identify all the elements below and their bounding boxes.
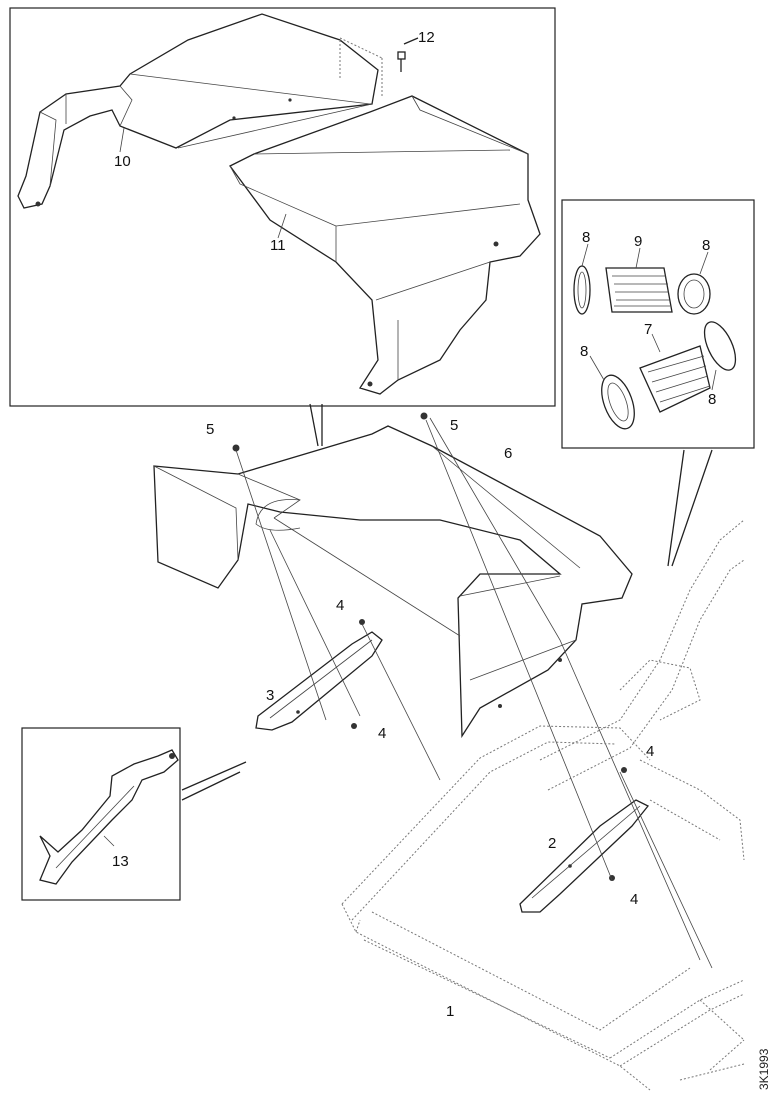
document-id: 3K1993 — [757, 1048, 771, 1090]
part-2-bracket — [519, 767, 650, 913]
callout-13: 13 — [112, 853, 129, 870]
callout-8a: 8 — [582, 229, 590, 246]
callout-5a: 5 — [206, 421, 214, 438]
callout-11: 11 — [270, 237, 286, 254]
part-10-rear-cover — [17, 13, 379, 209]
part-13-bracket — [39, 749, 179, 885]
callout-8c: 8 — [580, 343, 588, 360]
callout-4b: 4 — [378, 725, 386, 742]
callout-6: 6 — [504, 445, 512, 462]
callout-2: 2 — [548, 835, 556, 852]
bracket-inset — [21, 727, 247, 901]
part-9-hose — [605, 267, 673, 313]
callout-3: 3 — [266, 687, 274, 704]
part-11-front-cover — [229, 95, 541, 395]
callout-12: 12 — [418, 29, 435, 46]
callout-10: 10 — [114, 153, 131, 170]
callout-4a: 4 — [336, 597, 344, 614]
part-12-screws — [339, 37, 419, 98]
callout-7: 7 — [644, 321, 652, 338]
callout-8b: 8 — [702, 237, 710, 254]
part-1-frame — [341, 725, 745, 1091]
part-6-main-cover — [153, 403, 633, 739]
callouts: 1 2 3 4 4 4 4 5 5 6 7 8 8 8 8 9 10 11 12… — [112, 29, 716, 1020]
part-7-hose — [639, 345, 711, 413]
callout-5b: 5 — [450, 417, 458, 434]
callout-4d: 4 — [630, 891, 638, 908]
exhaust-pipe — [539, 519, 745, 861]
callout-8d: 8 — [708, 391, 716, 408]
top-inset — [9, 7, 556, 407]
callout-4c: 4 — [646, 743, 654, 760]
callout-1: 1 — [446, 1003, 454, 1020]
hose-inset — [561, 199, 755, 567]
assembly-lines — [235, 417, 713, 969]
callout-9: 9 — [634, 233, 642, 250]
part-3-bracket — [255, 619, 383, 731]
